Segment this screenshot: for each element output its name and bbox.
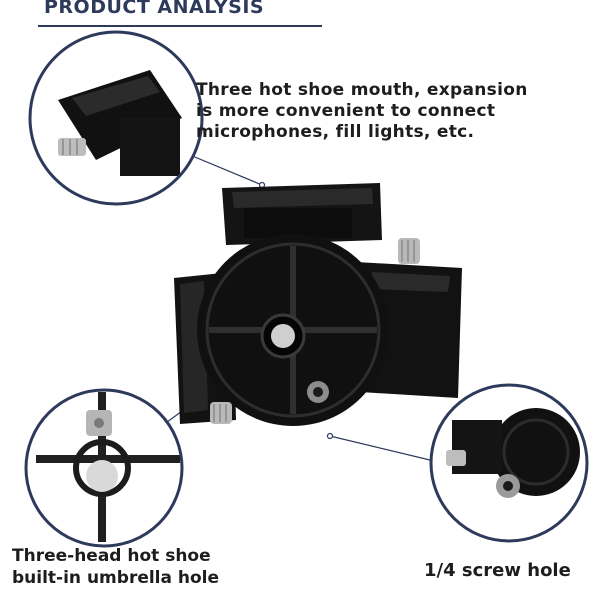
- zoom-circle-umbrella-hole: [24, 388, 184, 548]
- zoom-circle-screw-hole: [429, 383, 589, 543]
- leader-line-right: [329, 435, 435, 462]
- callout-top-line: is more convenient to connect: [196, 101, 496, 121]
- callout-top-line: Three hot shoe mouth, expansion: [196, 80, 528, 100]
- callout-bottom-left-line: Three-head hot shoe: [12, 546, 211, 566]
- callout-top-text: Three hot shoe mouth, expansion is more …: [196, 80, 528, 143]
- callout-bottom-right-line: 1/4 screw hole: [424, 560, 571, 581]
- zoom-circle-top: [28, 30, 204, 206]
- callout-bottom-left-line: built-in umbrella hole: [12, 568, 220, 588]
- hot-shoe-mount-image: [174, 183, 462, 426]
- section-header: PRODUCT ANALYSIS: [38, 0, 600, 27]
- page-title: PRODUCT ANALYSIS: [44, 0, 265, 18]
- header-underline: [38, 25, 322, 27]
- callout-top-line: microphones, fill lights, etc.: [196, 122, 475, 142]
- callout-bottom-right-text: 1/4 screw hole: [424, 560, 571, 582]
- callout-bottom-left-text: Three-head hot shoe built-in umbrella ho…: [12, 545, 219, 589]
